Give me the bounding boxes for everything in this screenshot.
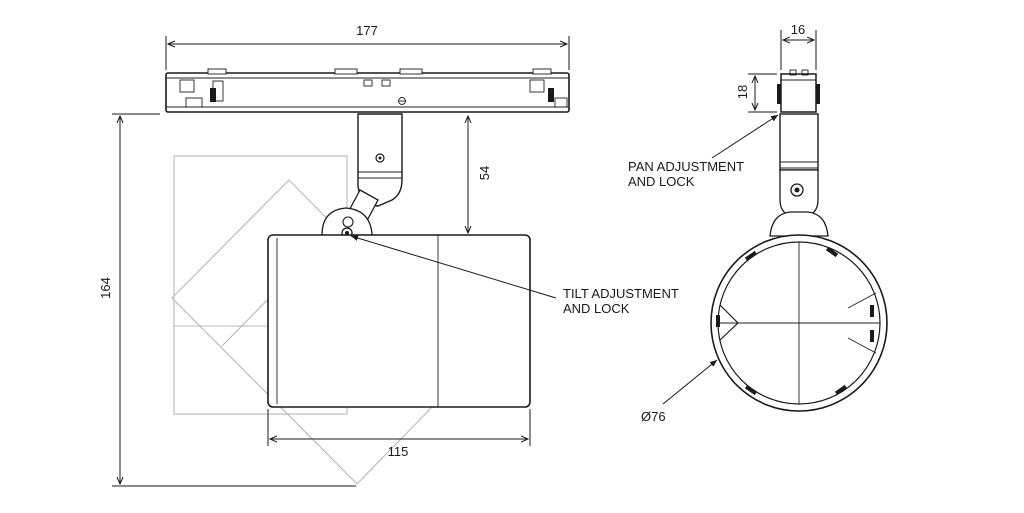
tilt-leader-line	[350, 235, 557, 299]
pan-leader-line	[711, 114, 779, 159]
dimension-total-height: 164	[98, 113, 356, 487]
side-view: TILT ADJUSTMENT AND LOCK 177 164 54 115	[98, 23, 679, 487]
diameter-leader-line	[662, 359, 718, 405]
dimension-16-label: 16	[791, 22, 805, 37]
front-view: PAN ADJUSTMENT AND LOCK Ø76	[628, 22, 888, 424]
dimension-stem-height: 54	[468, 116, 492, 233]
pan-callout-line1: PAN ADJUSTMENT	[628, 159, 744, 174]
round-housing	[710, 234, 888, 412]
dimension-overall-width: 177	[165, 23, 570, 70]
tilt-callout-line2: AND LOCK	[563, 301, 630, 316]
dimension-diameter-label: Ø76	[641, 409, 666, 424]
pan-callout-line2: AND LOCK	[628, 174, 695, 189]
track-rail	[165, 68, 570, 113]
dimension-18-label: 18	[735, 85, 750, 99]
dimension-54-label: 54	[477, 166, 492, 180]
tilt-callout-line1: TILT ADJUSTMENT	[563, 286, 679, 301]
pan-stem	[769, 113, 829, 237]
luminaire-body	[267, 234, 531, 408]
track-profile	[777, 69, 820, 113]
dimension-track-width: 16	[780, 22, 817, 70]
dimension-164-label: 164	[98, 277, 113, 299]
dimension-track-height: 18	[735, 73, 777, 113]
dimension-body-length: 115	[267, 409, 531, 459]
dimension-177-label: 177	[356, 23, 378, 38]
dimension-115-label: 115	[388, 444, 409, 459]
